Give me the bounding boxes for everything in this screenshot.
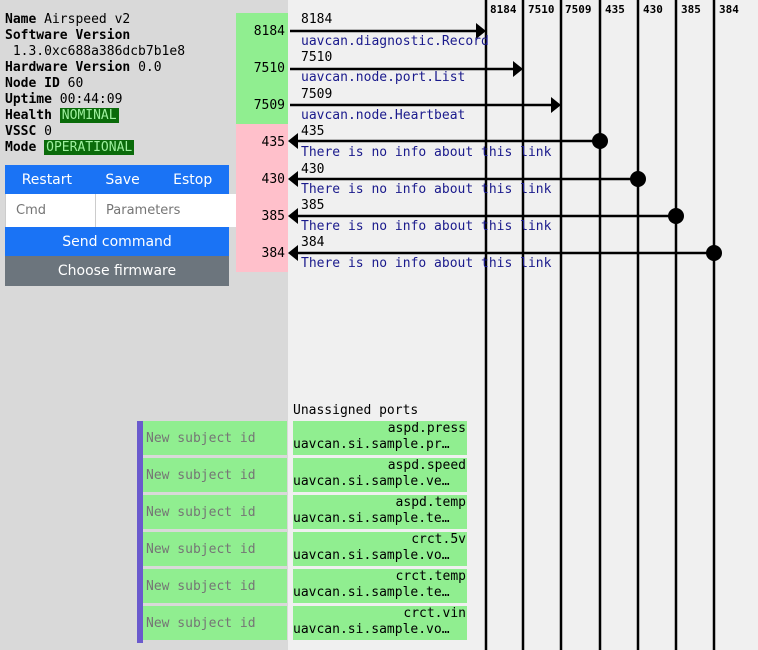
- mode-badge: OPERATIONAL: [44, 140, 135, 155]
- port-type: uavcan.si.sample.pr…: [293, 437, 450, 452]
- port-435: 435: [236, 124, 288, 161]
- estop-button[interactable]: Estop: [173, 171, 213, 188]
- header-port: 384: [719, 3, 739, 16]
- subject-id-input[interactable]: [143, 458, 287, 492]
- link-desc: There is no info about this link: [301, 145, 552, 160]
- link-id: 7509: [301, 87, 333, 102]
- arrow-435: [288, 133, 298, 149]
- link-id: 8184: [301, 12, 333, 27]
- link-desc: uavcan.node.port.List: [301, 70, 466, 85]
- header-port: 8184: [490, 3, 517, 16]
- subject-id-input[interactable]: [143, 606, 287, 640]
- action-buttons: Restart Save Estop: [5, 165, 229, 194]
- arrow-8184: [476, 23, 486, 39]
- node-info: Name Airspeed v2 Software Version 1.3.0x…: [5, 12, 185, 156]
- port-name: crct.5v: [411, 532, 466, 547]
- subject-id-input[interactable]: [143, 495, 287, 529]
- header-port: 385: [681, 3, 701, 16]
- choose-firmware-button[interactable]: Choose firmware: [5, 256, 229, 286]
- subject-id-input[interactable]: [143, 569, 287, 603]
- port-name: aspd.temp: [395, 495, 466, 510]
- arrow-7509: [551, 97, 561, 113]
- header-port: 7510: [528, 3, 555, 16]
- subject-id-field[interactable]: [143, 495, 287, 529]
- health-badge: NOMINAL: [59, 108, 119, 123]
- software-version-label: Software Version: [5, 28, 131, 43]
- link-id: 385: [301, 198, 325, 213]
- mode-label: Mode: [5, 140, 37, 155]
- port-column: 8184 7510 7509 435 430 385 384: [236, 13, 288, 272]
- subject-id-field[interactable]: [143, 606, 287, 640]
- node-id: 60: [67, 76, 84, 91]
- port-name: aspd.press: [387, 421, 466, 436]
- restart-button[interactable]: Restart: [21, 171, 73, 188]
- software-version: 1.3.0xc688a386dcb7b1e8: [12, 44, 186, 59]
- link-desc: uavcan.node.Heartbeat: [301, 108, 466, 123]
- hardware-version: 0.0: [138, 60, 162, 75]
- node-name: Airspeed v2: [44, 12, 131, 27]
- header-port: 435: [605, 3, 625, 16]
- subject-id-field[interactable]: [143, 458, 287, 492]
- port-type: uavcan.si.sample.te…: [293, 511, 450, 526]
- save-button[interactable]: Save: [105, 171, 140, 188]
- link-id: 430: [301, 162, 325, 177]
- link-id: 7510: [301, 50, 333, 65]
- arrow-430: [288, 171, 298, 187]
- node-id-label: Node ID: [5, 76, 60, 91]
- cmd-input[interactable]: [6, 194, 96, 227]
- link-desc: There is no info about this link: [301, 219, 552, 234]
- arrow-384: [288, 245, 298, 261]
- subject-id-input[interactable]: [143, 532, 287, 566]
- dot-385: [668, 208, 684, 224]
- dot-384: [706, 245, 722, 261]
- dot-435: [592, 133, 608, 149]
- subject-bar: [137, 421, 143, 643]
- vssc: 0: [44, 124, 52, 139]
- subject-id-field[interactable]: [143, 569, 287, 603]
- vssc-label: VSSC: [5, 124, 37, 139]
- link-desc: There is no info about this link: [301, 182, 552, 197]
- subject-id-field[interactable]: [143, 532, 287, 566]
- link-id: 435: [301, 124, 325, 139]
- port-name: crct.temp: [395, 569, 466, 584]
- arrow-7510: [513, 61, 523, 77]
- port-8184: 8184: [236, 13, 288, 50]
- command-panel: Restart Save Estop Send command Choose f…: [5, 165, 286, 286]
- subject-id-field[interactable]: [143, 421, 287, 455]
- link-id: 384: [301, 235, 325, 250]
- header-port: 430: [643, 3, 663, 16]
- port-7509: 7509: [236, 87, 288, 124]
- health-label: Health: [5, 108, 52, 123]
- subject-id-input[interactable]: [143, 421, 287, 455]
- link-desc: uavcan.diagnostic.Record: [301, 34, 489, 49]
- port-384: 384: [236, 235, 288, 272]
- link-desc: There is no info about this link: [301, 256, 552, 271]
- hardware-version-label: Hardware Version: [5, 60, 131, 75]
- name-label: Name: [5, 12, 37, 27]
- send-command-button[interactable]: Send command: [5, 227, 229, 256]
- dot-430: [630, 171, 646, 187]
- unassigned-title: Unassigned ports: [293, 403, 419, 418]
- port-7510: 7510: [236, 50, 288, 87]
- port-430: 430: [236, 161, 288, 198]
- port-385: 385: [236, 198, 288, 235]
- port-type: uavcan.si.sample.vo…: [293, 548, 450, 563]
- port-name: aspd.speed: [387, 458, 466, 473]
- port-type: uavcan.si.sample.vo…: [293, 622, 450, 637]
- header-ports: 8184 7510 7509 435 430 385 384: [0, 3, 758, 19]
- port-type: uavcan.si.sample.te…: [293, 585, 450, 600]
- port-type: uavcan.si.sample.ve…: [293, 474, 450, 489]
- arrow-385: [288, 208, 298, 224]
- uptime-label: Uptime: [5, 92, 52, 107]
- port-name: crct.vin: [403, 606, 466, 621]
- uptime: 00:44:09: [59, 92, 123, 107]
- header-port: 7509: [565, 3, 592, 16]
